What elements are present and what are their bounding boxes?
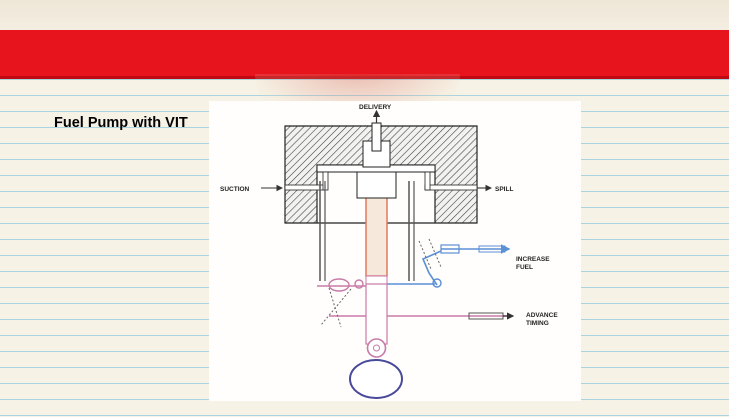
label-suction: SUCTION [220,186,250,193]
guide-rods [319,181,415,281]
roller-follower [365,283,388,358]
label-increase-fuel-line2: FUEL [516,264,533,271]
fuel-rack-linkage [387,238,511,288]
label-advance-timing-line2: TIMING [526,320,549,327]
timing-linkage [317,278,515,328]
fuel-pump-diagram: DELIVERY SUCTION SPILL INCREASE FUEL ADV… [209,101,581,401]
label-spill: SPILL [495,186,513,193]
slide-title: Fuel Pump with VIT [54,115,188,131]
label-increase-fuel-line1: INCREASE [516,256,550,263]
label-delivery: DELIVERY [359,104,392,111]
label-advance-timing-line1: ADVANCE [526,312,558,319]
header-accent-bar [0,30,729,79]
cam [349,359,403,399]
delivery-valve [371,109,382,152]
plunger [356,171,397,285]
top-band [0,0,729,31]
